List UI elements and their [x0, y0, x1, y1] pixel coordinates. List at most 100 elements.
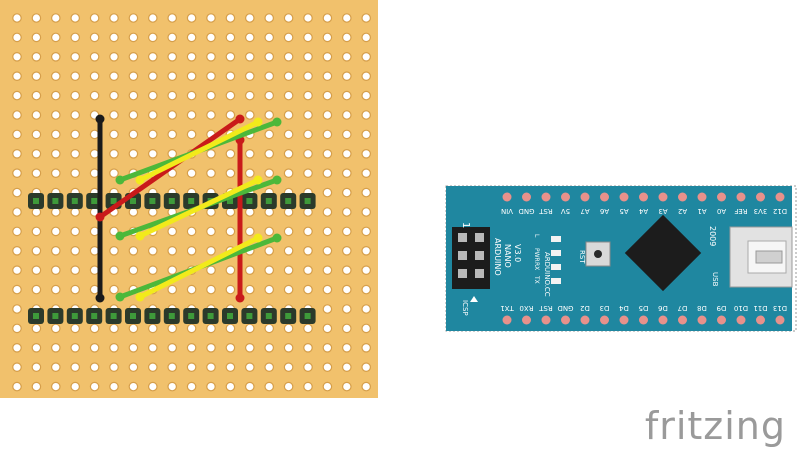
perfboard-hole	[264, 265, 274, 275]
perfboard-hole	[109, 226, 119, 237]
perfboard-hole	[31, 265, 42, 275]
perfboard-hole	[31, 362, 42, 372]
perfboard-hole	[31, 323, 42, 334]
icsp-arrow-icon	[470, 296, 478, 302]
perfboard-hole	[70, 207, 80, 217]
perfboard-hole	[186, 168, 197, 178]
perfboard-hole	[70, 226, 80, 237]
perfboard-hole	[109, 168, 119, 178]
perfboard-hole	[89, 342, 100, 353]
header-pin	[227, 313, 233, 319]
perfboard-hole	[12, 90, 22, 101]
perfboard-hole	[341, 323, 352, 334]
perfboard-hole	[303, 168, 313, 178]
perfboard-hole	[186, 110, 197, 120]
perfboard-hole	[128, 71, 139, 81]
perfboard-hole	[50, 362, 61, 372]
nano-pad	[541, 192, 551, 202]
icsp-pin1-label: 1	[460, 222, 471, 228]
nano-pads	[502, 192, 785, 325]
perfboard-hole	[186, 90, 197, 101]
perfboard-hole	[50, 246, 61, 256]
perfboard-hole	[89, 323, 100, 334]
perfboard-hole	[148, 342, 158, 353]
perfboard-hole	[341, 342, 352, 353]
jumper-wires	[95, 114, 282, 303]
perfboard-hole	[303, 323, 313, 334]
perfboard-hole	[167, 71, 177, 81]
perfboard-hole	[283, 90, 294, 101]
perfboard-hole	[341, 90, 352, 101]
header-pin	[285, 198, 292, 204]
nano-pad	[522, 315, 531, 325]
icsp-pin	[458, 251, 467, 260]
perfboard-hole	[361, 381, 371, 392]
perfboard-hole	[31, 110, 42, 120]
perfboard-hole	[341, 110, 352, 120]
perfboard-hole	[31, 342, 42, 353]
perfboard-hole	[31, 51, 42, 62]
reset-button	[585, 241, 611, 267]
perfboard-hole	[361, 51, 371, 62]
perfboard-hole	[264, 342, 274, 353]
perfboard-hole	[303, 90, 313, 101]
perfboard-hole	[12, 323, 22, 334]
header-pin	[91, 313, 98, 319]
perfboard-hole	[283, 149, 294, 159]
perfboard-hole	[264, 71, 274, 81]
perfboard-hole	[225, 323, 236, 334]
perfboard-hole	[148, 110, 158, 120]
header-pin	[188, 198, 195, 204]
perfboard-hole	[303, 13, 313, 23]
yellow-wire	[137, 177, 261, 239]
perfboard-hole	[167, 342, 177, 353]
perfboard-hole	[70, 381, 80, 392]
nano-pad	[756, 315, 765, 325]
perfboard-hole	[186, 284, 197, 295]
perfboard-hole	[322, 381, 333, 392]
perfboard-hole	[322, 342, 333, 353]
usb-label: USB	[711, 272, 719, 287]
header-pin	[52, 198, 59, 204]
perfboard-hole	[361, 71, 371, 81]
perfboard-hole	[12, 304, 22, 314]
perfboard-hole	[245, 71, 255, 81]
perfboard-hole	[322, 32, 333, 43]
perfboard-hole	[283, 381, 294, 392]
perfboard-hole	[109, 32, 119, 43]
perfboard-hole	[322, 304, 333, 314]
icsp-pin	[458, 233, 467, 242]
nano-name-line-2: NANO	[503, 244, 512, 268]
perfboard-hole	[283, 265, 294, 275]
perfboard-hole	[225, 362, 236, 372]
perfboard-hole	[361, 284, 371, 295]
nano-pad	[561, 192, 570, 202]
perfboard-hole	[264, 284, 274, 295]
perfboard-hole	[70, 13, 80, 23]
perfboard-hole	[70, 265, 80, 275]
perfboard-hole	[109, 323, 119, 334]
nano-pad	[756, 192, 765, 202]
nano-pad	[619, 315, 629, 325]
perfboard-hole	[12, 32, 22, 43]
perfboard-hole	[341, 304, 352, 314]
perfboard-hole	[50, 323, 61, 334]
header-pin	[52, 313, 59, 319]
header-pin	[91, 198, 98, 204]
perfboard-hole	[361, 265, 371, 275]
perfboard-hole	[50, 342, 61, 353]
perfboard-hole	[322, 362, 333, 372]
perfboard-hole	[50, 90, 61, 101]
perfboard-hole	[50, 13, 61, 23]
nano-pad	[678, 315, 687, 325]
perfboard-hole	[225, 226, 236, 237]
nano-pin-label: D6	[658, 304, 668, 312]
perfboard-hole	[206, 168, 216, 178]
perfboard-hole	[225, 284, 236, 295]
header-pin	[110, 198, 117, 204]
perfboard-hole	[341, 207, 352, 217]
perfboard-hole	[264, 362, 274, 372]
perfboard-hole	[167, 265, 177, 275]
perfboard-hole	[167, 129, 177, 140]
